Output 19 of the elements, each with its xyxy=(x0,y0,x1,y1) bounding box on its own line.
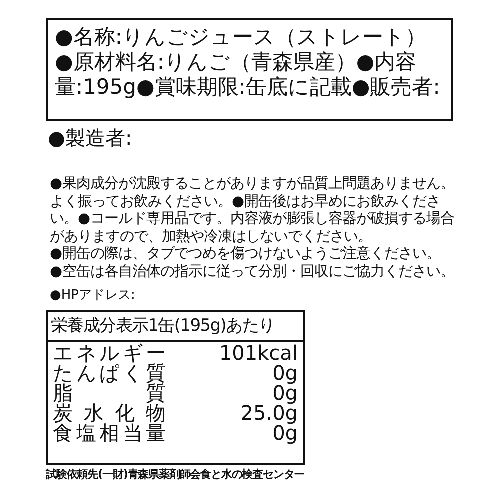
nutrient-value: 0g xyxy=(272,423,298,443)
nutrient-name: 脂質 xyxy=(53,383,166,403)
note-paragraph: ●果肉成分が沈殿することがありますが品質上問題ありません。よく振ってお飲みください。●開缶後はお早めにお飲みください。●コールド専用品です。内容液が膨張し容器が破損する場合がありますので、加熱や冷凍はしないでください。 xyxy=(50,176,456,246)
nutrient-value: 0g xyxy=(272,383,298,403)
nutrient-name: たんぱく質 xyxy=(53,363,166,383)
note-paragraph: ●開缶の際は、タブでつめを傷つけないようご注意ください。 xyxy=(50,246,442,264)
nutrient-value: 101kcal xyxy=(218,343,298,363)
test-lab-note: 試験依頼先(一財)青森県薬剤師会食と水の検査センター xyxy=(46,467,306,483)
note-paragraph: ●空缶は各自治体の指示に従って分別・回収にご協力ください。 xyxy=(50,264,456,281)
website-label: ●HPアドレス: xyxy=(50,287,136,304)
nutrient-name: 食塩相当量 xyxy=(53,423,166,443)
product-info-text: ●名称:りんごジュース（ストレート）●原材料名:りんご（青森県産）●内容量:195g●賞味期限:缶底に記載●販売者: xyxy=(54,24,442,101)
nutrient-value: 0g xyxy=(272,363,298,383)
label-box xyxy=(46,18,453,121)
nutrient-name: エネルギー xyxy=(53,343,166,363)
nutrient-value: 25.0g xyxy=(240,403,298,423)
manufacturer-label: ●製造者: xyxy=(48,126,134,150)
nutrient-name: 炭水化物 xyxy=(53,403,166,423)
table-heading: 栄養成分表示1缶(195g)あたり xyxy=(51,315,276,338)
